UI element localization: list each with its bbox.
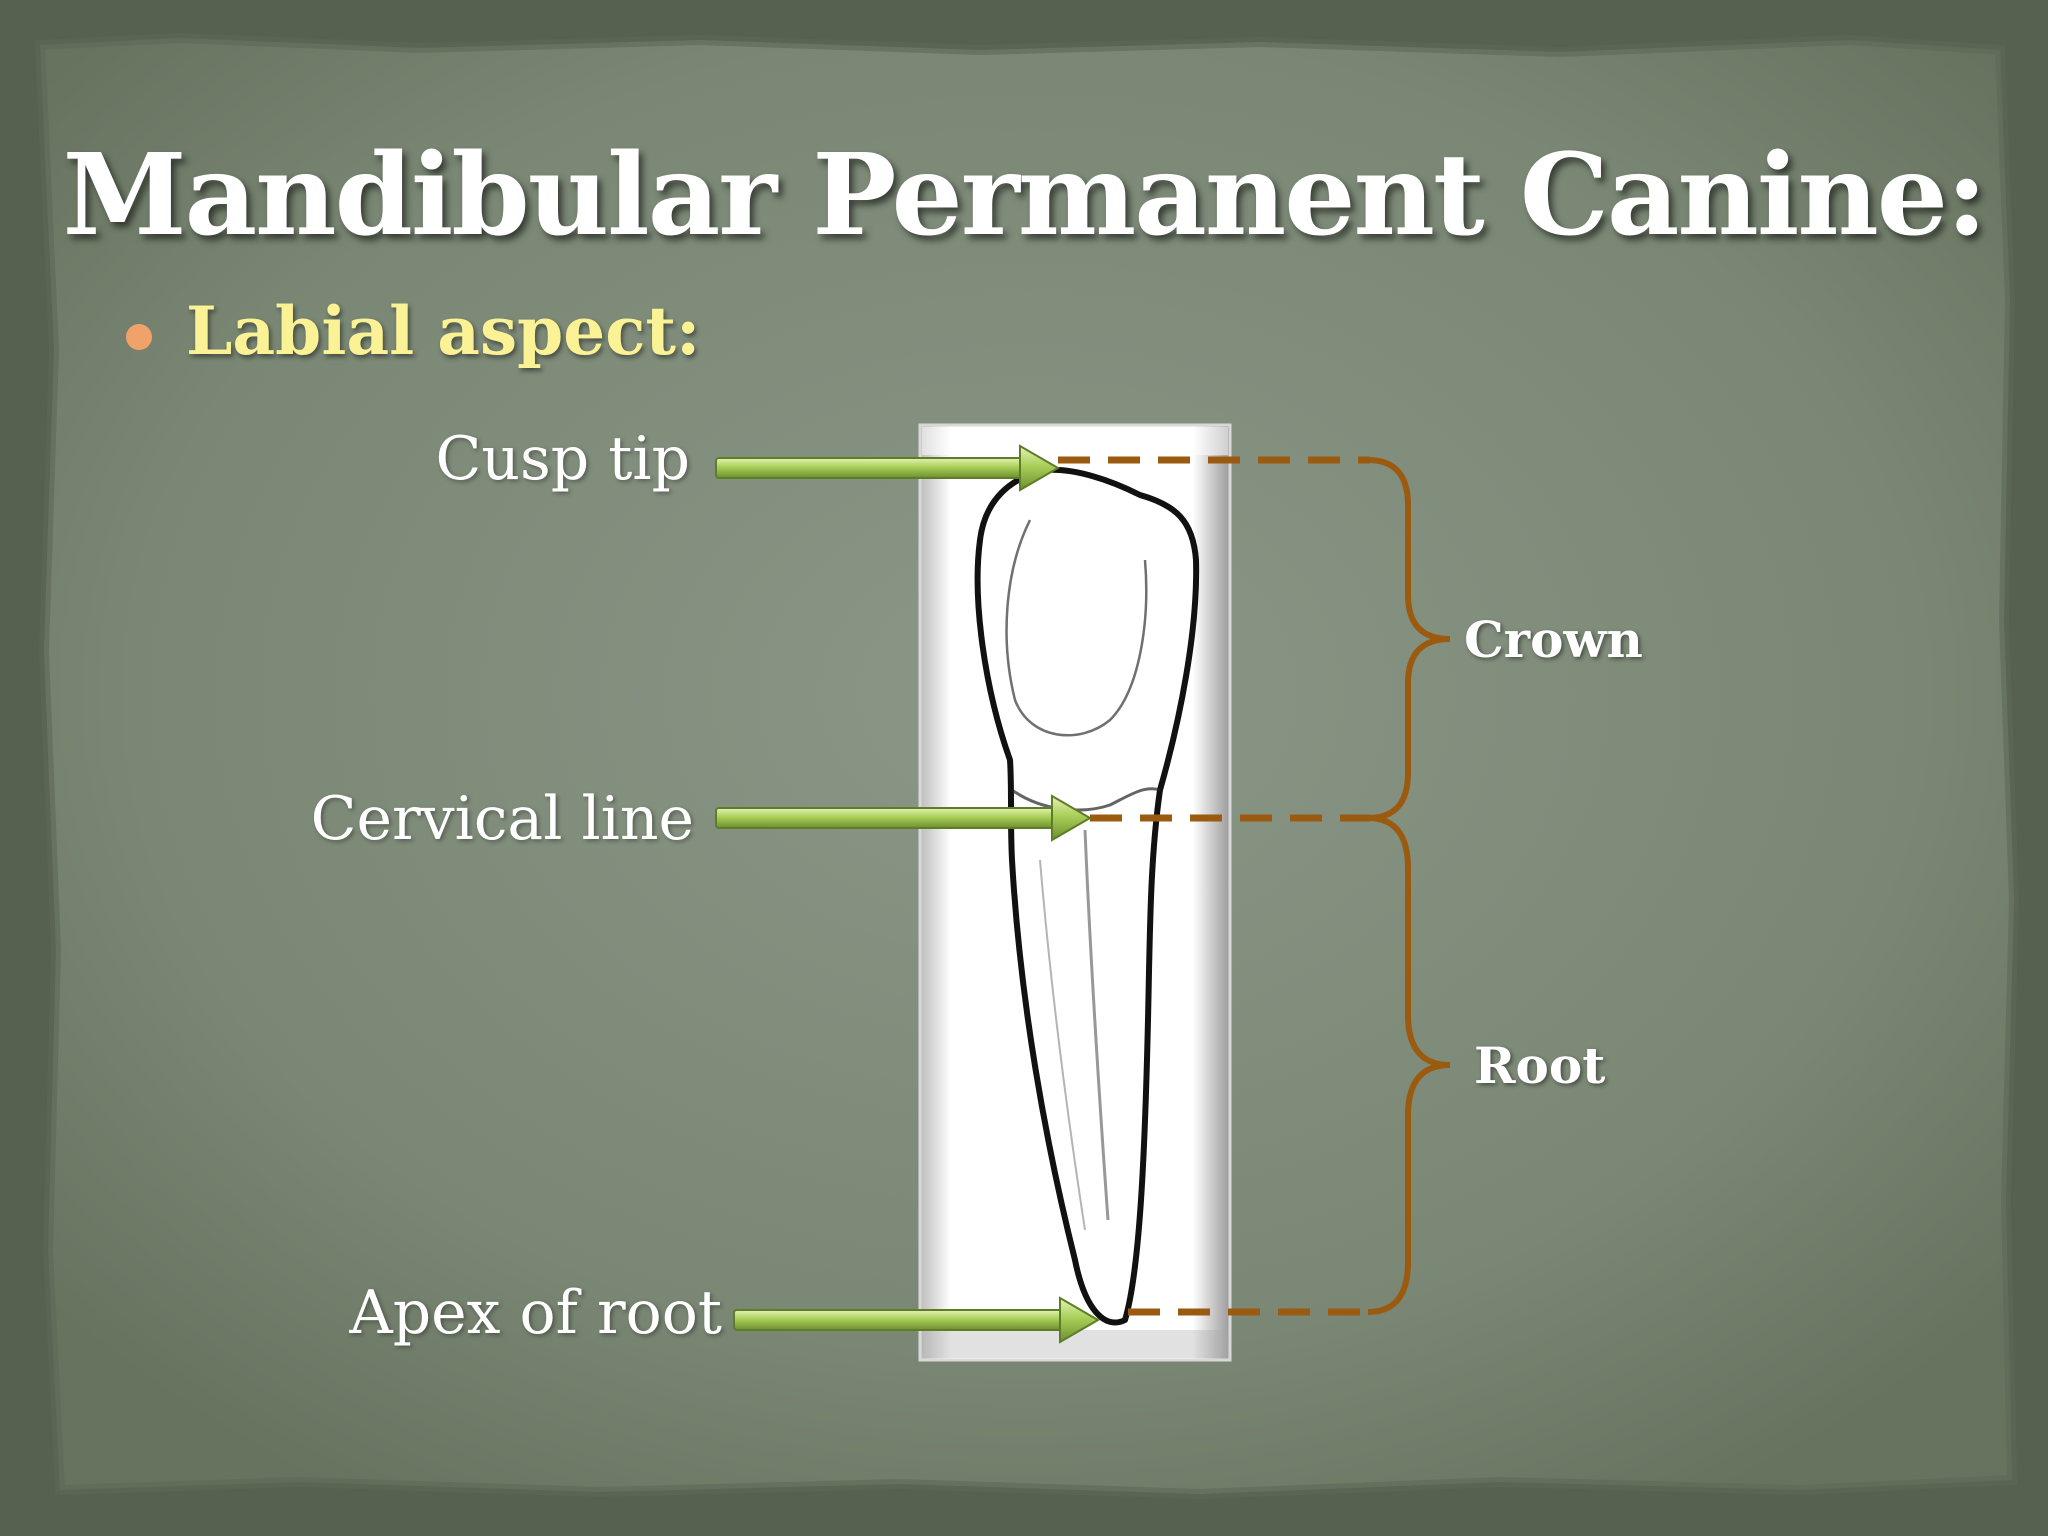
root-label: Root bbox=[1474, 1036, 1606, 1095]
guide-lines bbox=[1058, 456, 1370, 1316]
cervical-line-label: Cervical line bbox=[310, 784, 694, 854]
cusp-tip-arrow bbox=[715, 444, 1060, 492]
bullet-dot-icon bbox=[126, 324, 152, 350]
cervical-line-arrow bbox=[715, 794, 1092, 842]
canine-tooth-illustration bbox=[974, 466, 1200, 1326]
cusp-tip-label: Cusp tip bbox=[435, 424, 690, 494]
apex-of-root-arrow bbox=[733, 1296, 1100, 1344]
root-ridge-2 bbox=[1039, 859, 1086, 1231]
root-ridge bbox=[1083, 829, 1110, 1221]
crown-contour bbox=[1005, 519, 1148, 737]
crown-label: Crown bbox=[1464, 610, 1643, 669]
slide-title: Mandibular Permanent Canine: bbox=[62, 130, 1988, 261]
cervical-contour bbox=[1011, 787, 1161, 812]
bullet-text: Labial aspect: bbox=[186, 292, 701, 370]
root-bracket bbox=[1367, 815, 1451, 1315]
apex-of-root-label: Apex of root bbox=[349, 1278, 722, 1348]
crown-bracket bbox=[1367, 457, 1451, 821]
